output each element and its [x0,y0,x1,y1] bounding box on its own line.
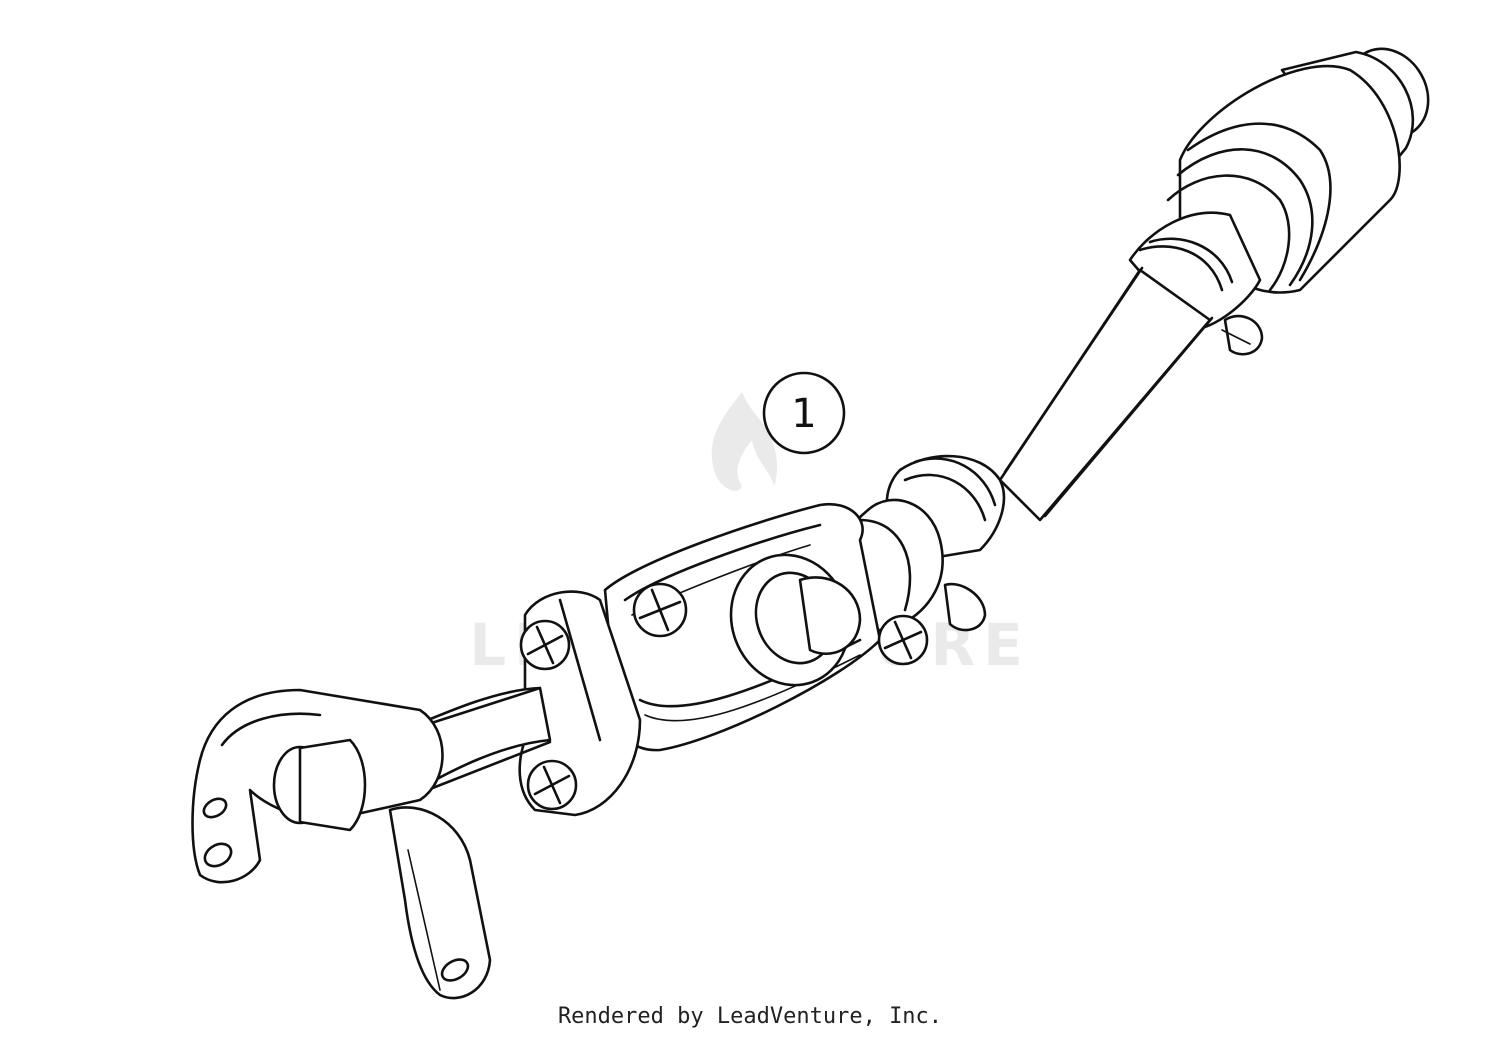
callout-circle [762,371,846,455]
watermark-flame-icon [711,392,778,491]
air-filter-assembly [885,47,1430,562]
mounting-bracket [518,590,642,817]
fuel-filter [603,502,929,752]
shutoff-valve [191,688,492,1000]
footer-credit: Rendered by LeadVenture, Inc. [557,1004,943,1029]
callout: 1 [762,371,846,455]
callout-number: 1 [791,391,816,437]
